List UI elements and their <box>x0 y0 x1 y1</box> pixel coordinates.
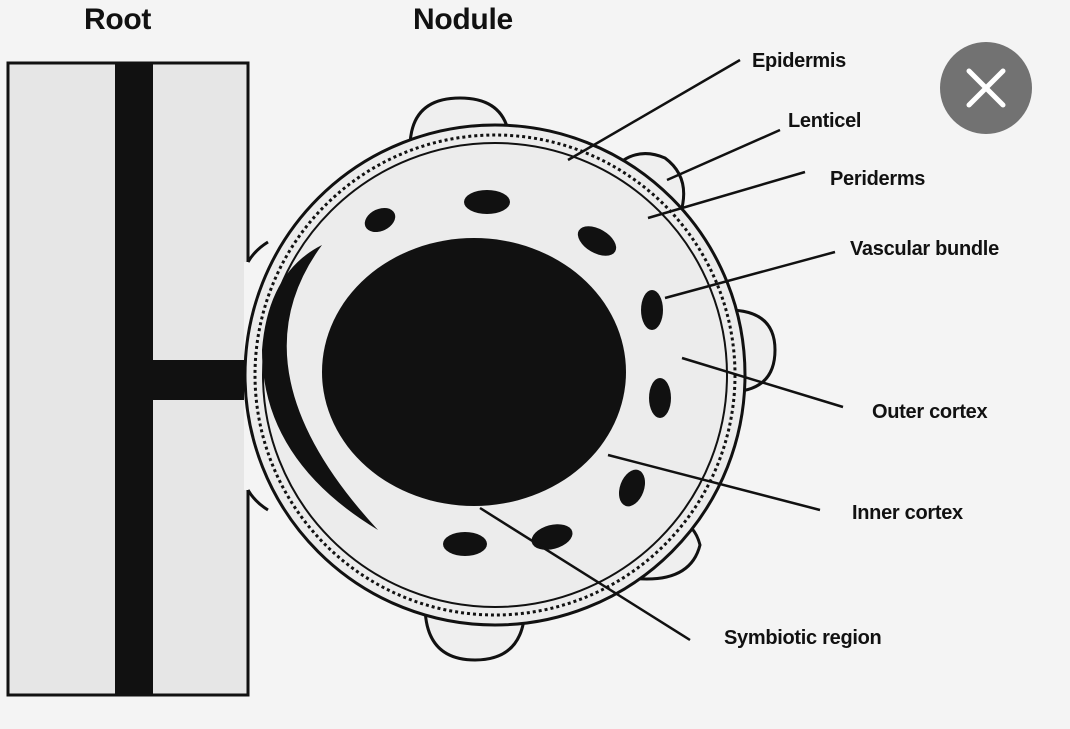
vascular-bundle-2 <box>464 190 510 214</box>
root-nodule-connection <box>150 360 255 400</box>
label-inner-cortex: Inner cortex <box>852 502 963 525</box>
label-symbiotic-region: Symbiotic region <box>724 627 881 650</box>
symbiotic-region-core <box>322 238 626 506</box>
root-opening-edge-top <box>248 242 268 262</box>
vascular-bundle-5 <box>649 378 671 418</box>
label-epidermis: Epidermis <box>752 50 846 73</box>
close-button[interactable] <box>940 42 1032 134</box>
nodule-header: Nodule <box>413 3 513 37</box>
label-lenticel: Lenticel <box>788 110 861 133</box>
leader-epidermis <box>568 60 740 160</box>
leader-lenticel <box>667 130 780 180</box>
label-vascular-bundle: Vascular bundle <box>850 238 999 261</box>
label-outer-cortex: Outer cortex <box>872 401 987 424</box>
vascular-bundle-8 <box>443 532 487 556</box>
close-icon <box>940 42 1032 134</box>
root-stele <box>115 63 153 695</box>
root-opening-edge-bottom <box>248 490 268 510</box>
vascular-bundle-4 <box>641 290 663 330</box>
label-periderm: Periderms <box>830 168 925 191</box>
root-header: Root <box>84 3 151 37</box>
